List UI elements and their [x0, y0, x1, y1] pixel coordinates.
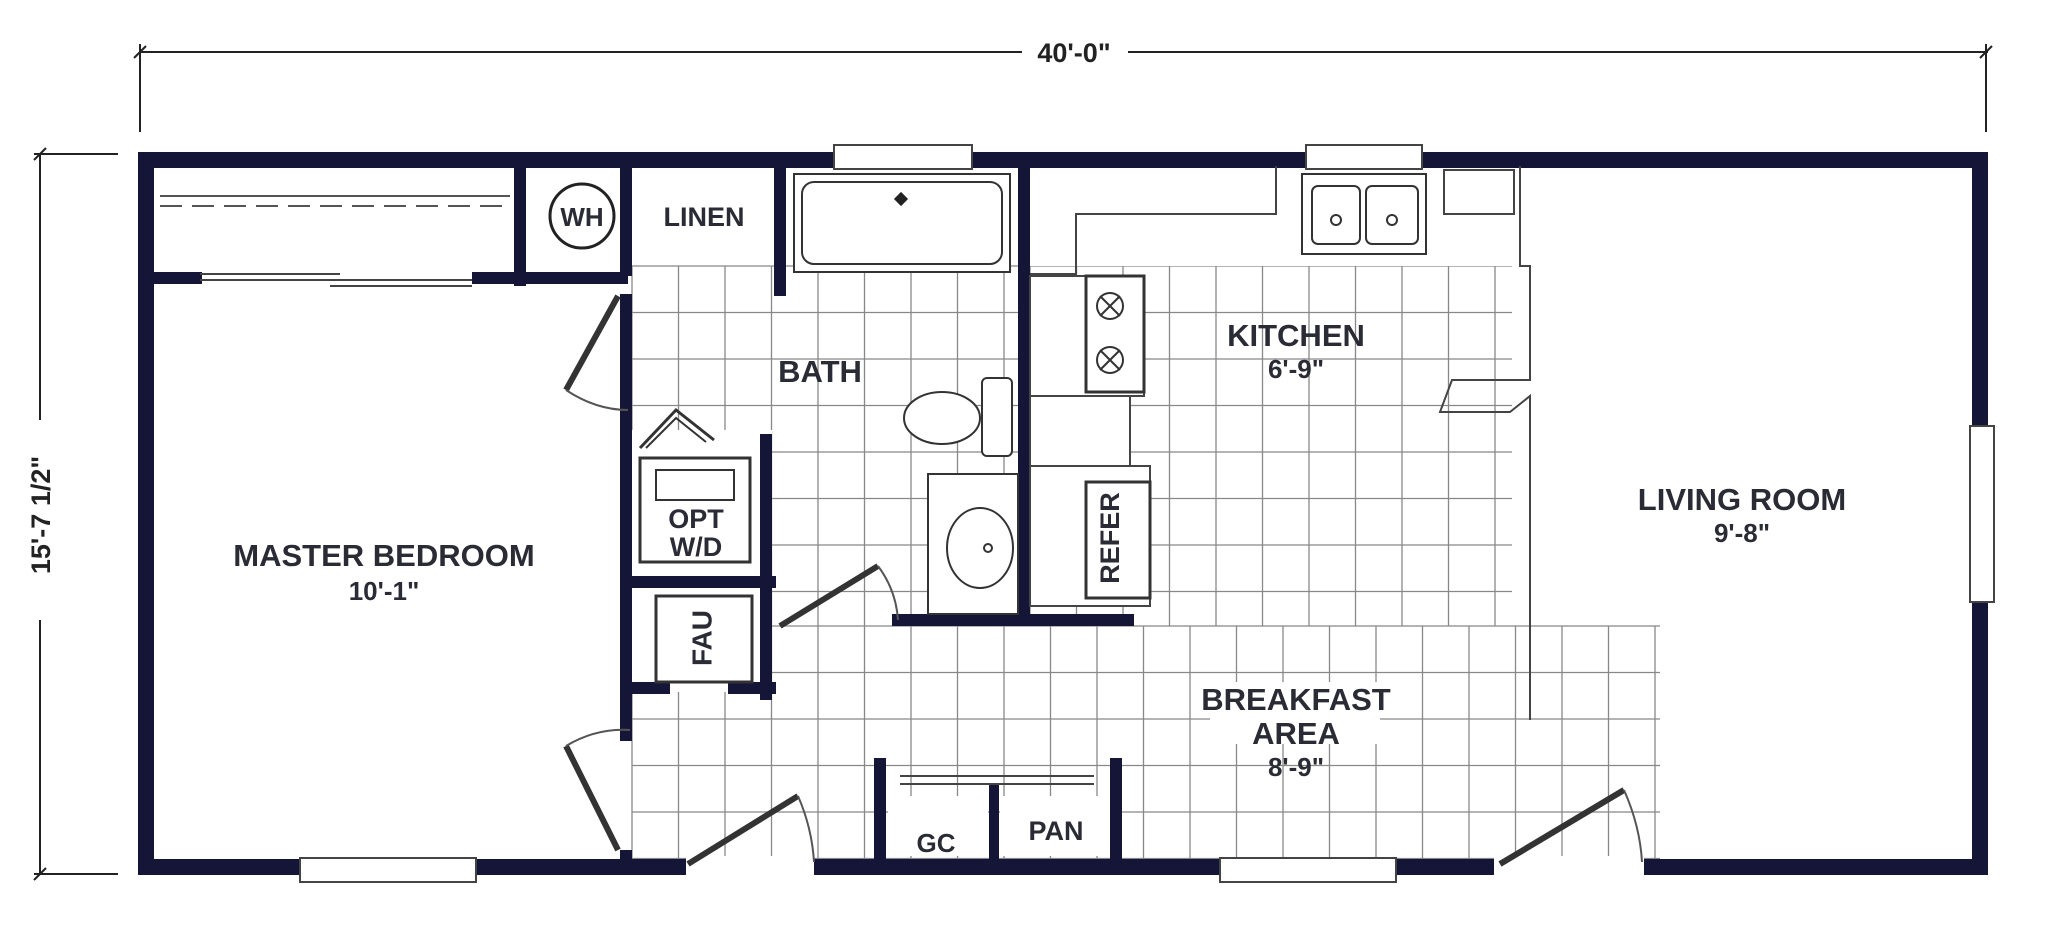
refrigerator-label: REFER — [1095, 492, 1125, 584]
width-dimension-line — [133, 44, 1993, 132]
water-heater-label: WH — [560, 202, 603, 232]
furnace-label: FAU — [686, 610, 717, 666]
kitchen-sink-icon — [1301, 173, 1427, 255]
master-closet — [160, 195, 510, 287]
bath-label: BATH — [778, 354, 862, 389]
breakfast-size: 8'-9" — [1268, 752, 1324, 782]
toilet-icon — [903, 377, 1013, 457]
breakfast-label-line1: BREAKFAST — [1201, 682, 1391, 717]
master-bedroom-label: MASTER BEDROOM — [233, 538, 534, 573]
washer-dryer-label-line2: W/D — [670, 532, 722, 562]
master-bedroom-size: 10'-1" — [349, 576, 420, 606]
exterior-doors — [686, 787, 1643, 867]
washer-dryer-label-line1: OPT — [668, 504, 724, 534]
water-heater-icon — [548, 182, 616, 250]
height-dimension: 15'-7 1/2" — [26, 456, 56, 574]
bath-sink-icon — [927, 473, 1019, 615]
height-dimension-line — [33, 147, 118, 881]
living-room-label: LIVING ROOM — [1638, 482, 1846, 517]
range-icon — [1084, 274, 1146, 394]
width-dimension: 40'-0" — [1037, 38, 1110, 68]
garbage-compactor-label: GC — [917, 828, 956, 858]
washer-dryer-icon — [638, 407, 752, 564]
kitchen-label: KITCHEN — [1227, 318, 1365, 353]
bath-door — [778, 563, 899, 629]
bedroom-doors — [563, 294, 631, 852]
kitchen-size: 6'-9" — [1268, 354, 1324, 384]
breakfast-tile-floor — [631, 625, 1660, 862]
breakfast-label-line2: AREA — [1252, 716, 1340, 751]
living-room-size: 9'-8" — [1714, 518, 1770, 548]
refrigerator-icon — [1084, 480, 1152, 600]
pantry-label: PAN — [1028, 816, 1083, 846]
furnace-icon — [654, 594, 754, 684]
bathtub-icon — [793, 173, 1011, 273]
pantry-closets — [888, 775, 1110, 856]
linen-closet-label: LINEN — [664, 202, 745, 232]
windows — [299, 144, 1995, 883]
interior-walls — [144, 158, 1134, 870]
